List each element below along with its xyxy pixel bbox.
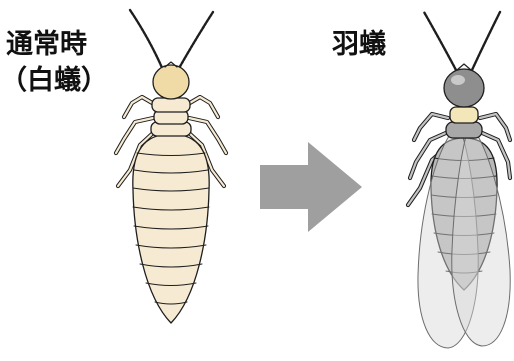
worker-thorax-1	[152, 98, 190, 112]
alate-wing-right	[452, 128, 510, 346]
alate-neck	[450, 107, 478, 123]
alate-head	[444, 69, 484, 107]
alate-head-highlight	[451, 75, 465, 85]
worker-antenna-left	[130, 10, 163, 70]
alate-antenna-right	[472, 12, 500, 70]
alate-thorax-2	[446, 122, 482, 138]
worker-termite-illustration	[116, 10, 226, 323]
right-arrow-icon	[260, 142, 362, 232]
winged-termite-illustration	[408, 12, 510, 348]
worker-head	[153, 65, 189, 99]
alate-antenna-left	[424, 12, 456, 70]
worker-antenna-right	[178, 12, 213, 70]
